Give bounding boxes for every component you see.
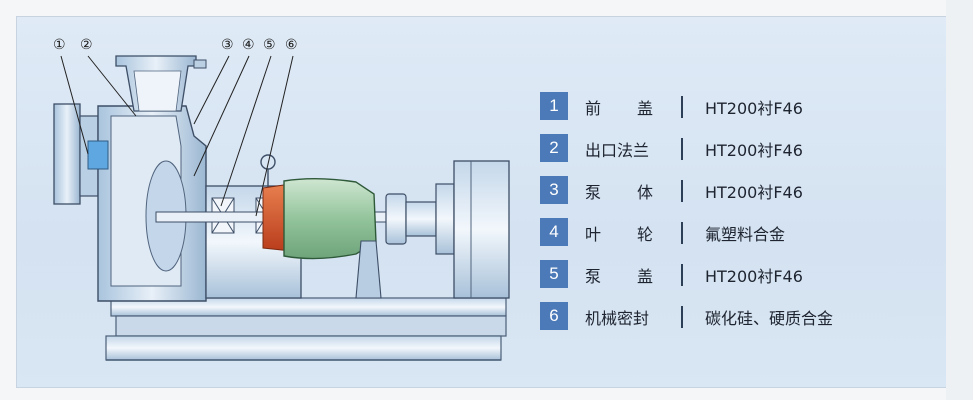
part-name: 泵体	[585, 183, 653, 202]
part-material: HT200衬F46	[705, 141, 803, 160]
parts-row: 6 机械密封 碳化硅、硬质合金	[540, 302, 930, 344]
callout-numbers: ① ② ③ ④ ⑤ ⑥	[53, 36, 298, 52]
outlet-flange	[115, 55, 207, 112]
parts-row: 3 泵体 HT200衬F46	[540, 176, 930, 218]
part-material: HT200衬F46	[705, 99, 803, 118]
separator	[681, 306, 683, 328]
parts-row: 4 叶轮 氟塑料合金	[540, 218, 930, 260]
part-name: 泵盖	[585, 267, 653, 286]
callout-5: ⑤	[263, 36, 276, 52]
callout-6: ⑥	[285, 36, 298, 52]
part-material: 氟塑料合金	[705, 225, 786, 244]
pump-casing	[53, 103, 207, 302]
separator	[681, 96, 683, 118]
separator	[681, 264, 683, 286]
part-number-badge: 4	[540, 218, 568, 246]
callout-4: ④	[242, 36, 255, 52]
part-material: 碳化硅、硬质合金	[705, 309, 834, 328]
separator	[681, 222, 683, 244]
separator	[681, 180, 683, 202]
parts-row: 2 出口法兰 HT200衬F46	[540, 134, 930, 176]
parts-row: 1 前盖 HT200衬F46	[540, 92, 930, 134]
callout-1: ①	[53, 36, 66, 52]
part-number-badge: 3	[540, 176, 568, 204]
separator	[681, 138, 683, 160]
page-margin	[946, 0, 973, 400]
part-material: HT200衬F46	[705, 183, 803, 202]
part-name: 机械密封	[585, 309, 650, 328]
part-name: 出口法兰	[585, 141, 650, 160]
part-material: HT200衬F46	[705, 267, 803, 286]
callout-3: ③	[221, 36, 234, 52]
part-name: 前盖	[585, 99, 653, 118]
part-number-badge: 1	[540, 92, 568, 120]
base-frame	[105, 297, 507, 361]
part-number-badge: 5	[540, 260, 568, 288]
parts-list: 1 前盖 HT200衬F46 2 出口法兰 HT200衬F46 3 泵体 HT2…	[540, 92, 930, 344]
coupling	[385, 193, 437, 245]
leader-lines	[60, 55, 294, 217]
part-name: 叶轮	[585, 225, 653, 244]
pump-cross-section: ① ② ③ ④ ⑤ ⑥	[53, 36, 510, 361]
motor	[435, 160, 510, 299]
callout-2: ②	[80, 36, 93, 52]
support-pedestal	[355, 240, 382, 299]
part-number-badge: 2	[540, 134, 568, 162]
parts-row: 5 泵盖 HT200衬F46	[540, 260, 930, 302]
part-number-badge: 6	[540, 302, 568, 330]
